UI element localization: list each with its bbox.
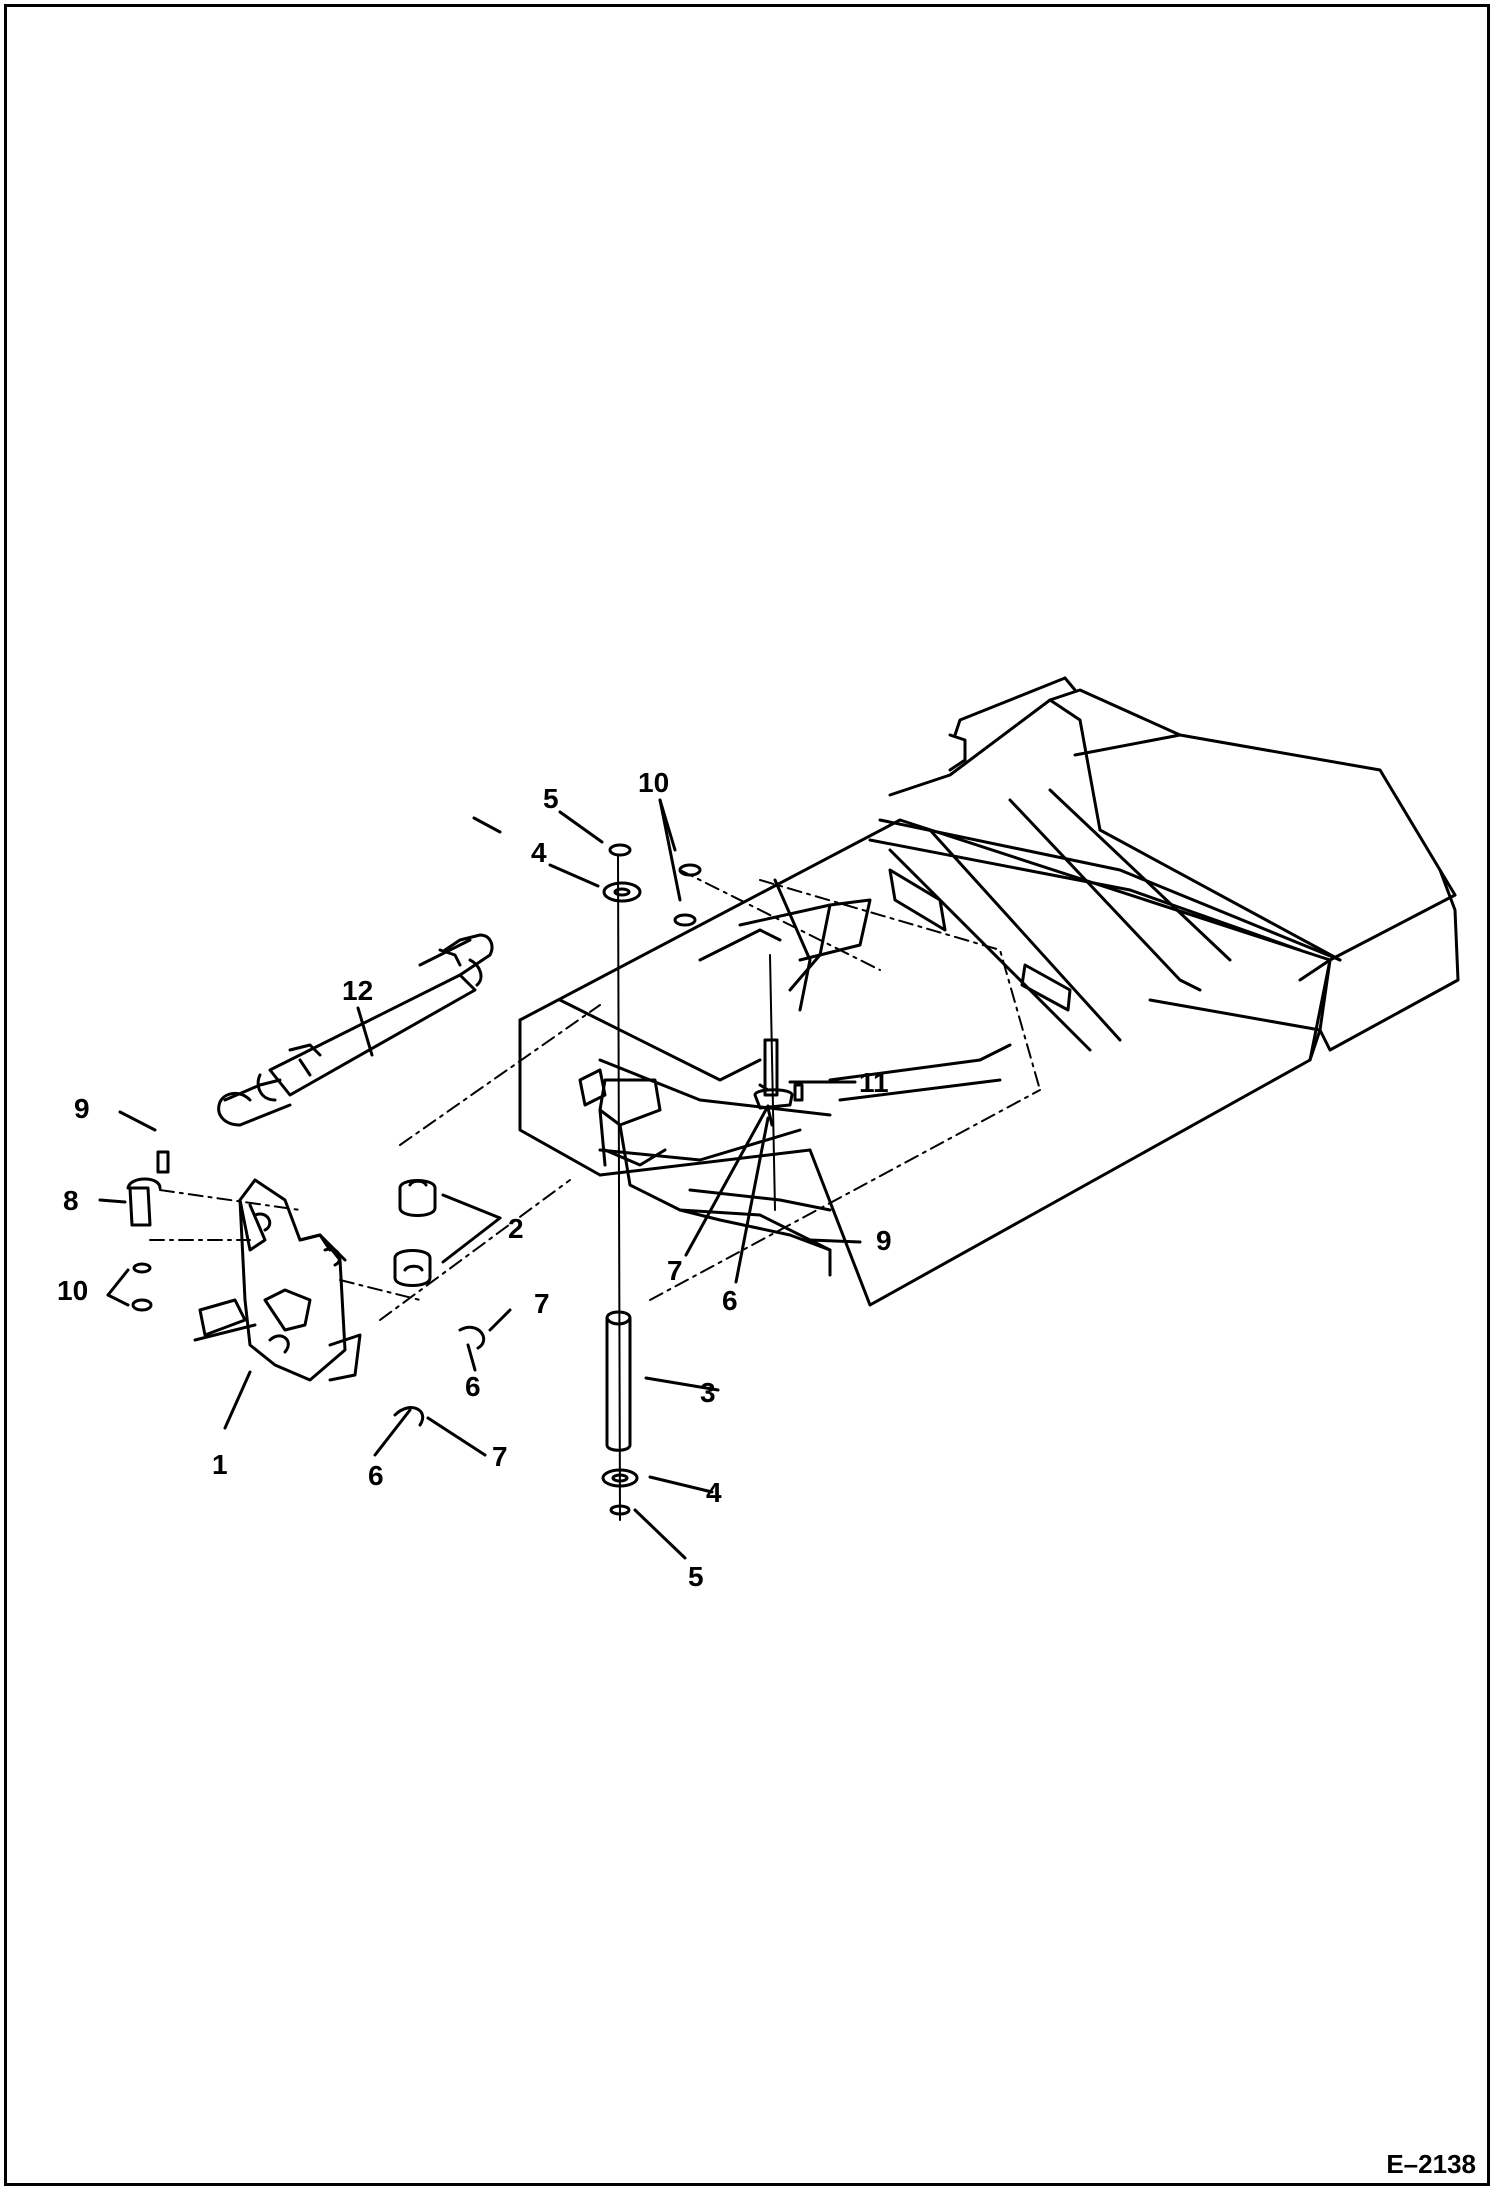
leader-lines: [98, 798, 862, 1560]
pin-11: [753, 1038, 794, 1110]
callout-4-bottom: 4: [706, 1477, 722, 1508]
callout-5-bottom: 5: [688, 1561, 704, 1592]
callout-10-top: 10: [638, 767, 669, 798]
machine-frame: [518, 676, 1460, 1307]
callout-1: 1: [212, 1449, 228, 1480]
callout-7-center: 7: [667, 1255, 683, 1286]
callout-6-center: 6: [722, 1285, 738, 1316]
pivot-pin: [605, 1310, 632, 1452]
callout-6-lower: 6: [368, 1460, 384, 1491]
callout-2: 2: [508, 1213, 524, 1244]
callout-7-upper: 7: [534, 1288, 550, 1319]
drawing-frame: [4, 4, 1490, 2186]
callout-8: 8: [63, 1185, 79, 1216]
callout-7-lower: 7: [492, 1441, 508, 1472]
figure-id: E–2138: [1386, 2149, 1476, 2179]
swing-cylinder: [217, 933, 494, 1127]
callout-10-left: 10: [57, 1275, 88, 1306]
bushings: [393, 1179, 437, 1287]
callout-4-top: 4: [531, 837, 547, 868]
washers: [131, 843, 702, 1516]
phantom-lines: [149, 869, 1041, 1321]
small-hardware: [156, 1083, 804, 1427]
callout-6-upper: 6: [465, 1371, 481, 1402]
callout-9-right: 9: [876, 1225, 892, 1256]
callout-11: 11: [859, 1067, 889, 1098]
pin-8: [126, 1177, 162, 1227]
callouts: 12 10 5 4 11 9 7 6 2 3 4 5 7 6 7 6 1 10 …: [57, 767, 892, 1592]
callout-5-top: 5: [543, 783, 559, 814]
swing-bracket: [193, 1178, 362, 1382]
callout-12: 12: [342, 975, 373, 1006]
pin-axis: [617, 854, 776, 1521]
callout-9-left: 9: [74, 1093, 90, 1124]
callout-3: 3: [700, 1377, 716, 1408]
